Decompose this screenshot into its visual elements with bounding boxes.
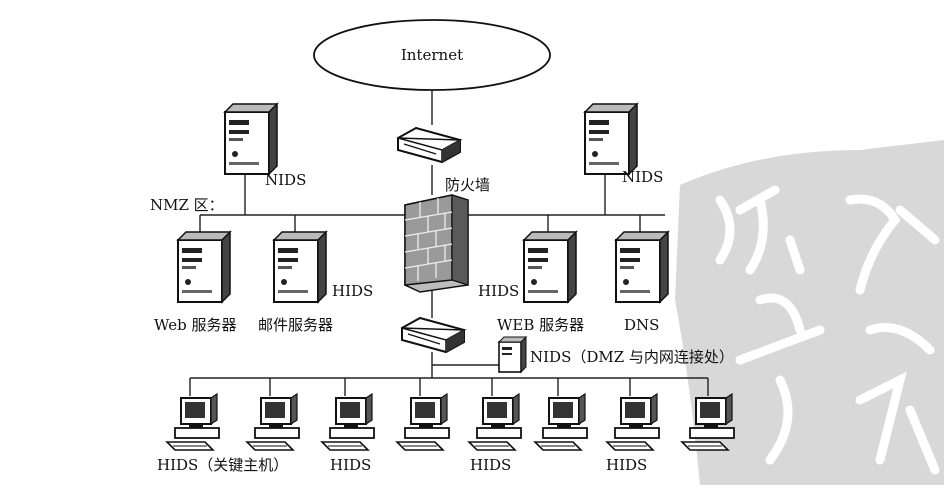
nids-right-label: NIDS	[622, 168, 663, 186]
hids-pc5-label: HIDS	[470, 456, 511, 474]
hids-web-label: HIDS	[478, 282, 519, 300]
web-server-left-label: Web 服务器	[154, 316, 236, 334]
firewall-label: 防火墙	[445, 176, 490, 194]
web-server-right-icon	[523, 231, 577, 303]
dns-label: DNS	[624, 316, 659, 334]
mail-server-icon	[273, 231, 327, 303]
mail-server-label: 邮件服务器	[258, 316, 333, 334]
firewall-icon	[404, 194, 469, 293]
dns-server-icon	[615, 231, 669, 303]
pc-4-icon	[396, 393, 450, 451]
hids-pc3-label: HIDS	[330, 456, 371, 474]
pc-3-icon	[321, 393, 375, 451]
inner-router-icon	[401, 317, 465, 353]
pc-7-icon	[606, 393, 660, 451]
web-server-left-icon	[177, 231, 231, 303]
nids-dmz-label: NIDS（DMZ 与内网连接处）	[530, 348, 734, 366]
nids-dmz-server-icon	[497, 335, 528, 374]
pc-5-icon	[468, 393, 522, 451]
nids-right-server-icon	[584, 103, 638, 175]
pc-6-icon	[534, 393, 588, 451]
nids-left-label: NIDS	[265, 171, 306, 189]
nmz-zone-label: NMZ 区：	[150, 196, 224, 214]
web-server-right-label: WEB 服务器	[497, 316, 584, 334]
outer-router-icon	[397, 127, 461, 163]
nids-left-server-icon	[224, 103, 278, 175]
hids-key-host-label: HIDS（关键主机）	[157, 456, 288, 474]
pc-2-icon	[246, 393, 300, 451]
hids-mail-label: HIDS	[332, 282, 373, 300]
internet-label: Internet	[401, 46, 463, 64]
seal-watermark	[675, 140, 944, 485]
pc-1-icon	[166, 393, 220, 451]
hids-pc7-label: HIDS	[606, 456, 647, 474]
